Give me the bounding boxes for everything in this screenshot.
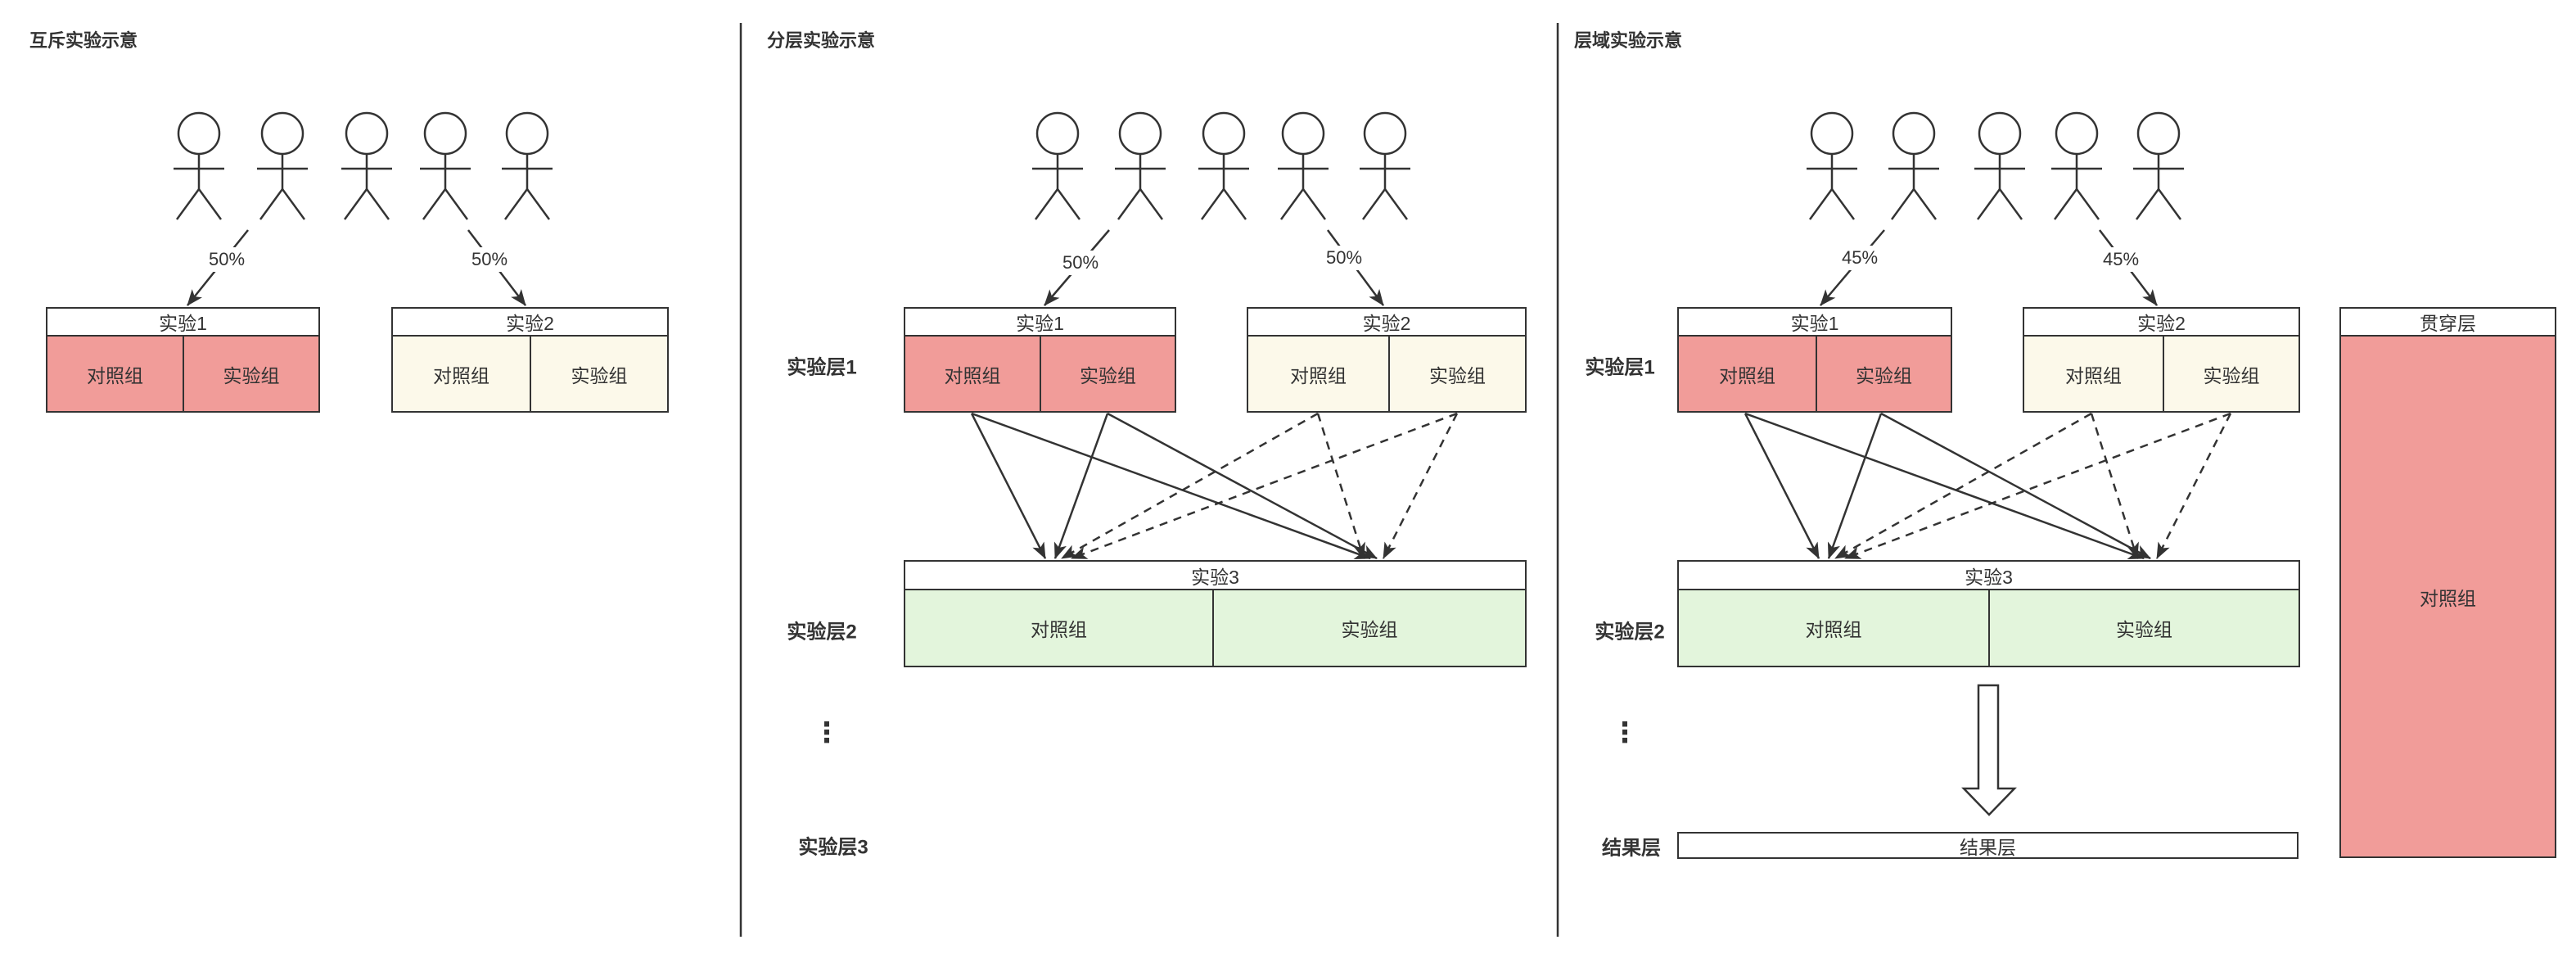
result-layer-label: 结果层 xyxy=(1602,837,1661,860)
layer-2-label: 实验层2 xyxy=(1595,621,1665,644)
experiment-3-header: 实验3 xyxy=(904,560,1527,590)
person-icon xyxy=(1198,111,1249,220)
section-title-mutex: 互斥实验示意 xyxy=(29,30,138,51)
split-percent-right: 50% xyxy=(467,247,512,272)
dashed-traffic-arrow xyxy=(2090,413,2139,559)
dashed-traffic-arrow xyxy=(1316,413,1365,559)
experiment-2-header: 实验2 xyxy=(1247,307,1527,337)
through-layer-header: 贯穿层 xyxy=(2339,307,2556,337)
solid-traffic-arrow xyxy=(1053,413,1109,559)
dashed-traffic-arrow xyxy=(1071,412,1458,560)
section-title-layer-domain: 层域实验示意 xyxy=(1574,30,1683,51)
solid-traffic-arrow xyxy=(1107,412,1378,560)
dashed-traffic-arrow xyxy=(1382,413,1459,559)
experiment-1-treatment-group: 实验组 xyxy=(1816,335,1952,413)
person-icon xyxy=(1115,111,1166,220)
dashed-traffic-arrow xyxy=(1061,412,1319,560)
person-icon xyxy=(2051,111,2102,220)
split-percent-left: 50% xyxy=(1058,251,1103,275)
solid-traffic-arrow xyxy=(971,412,1371,560)
person-icon xyxy=(1974,111,2025,220)
person-icon xyxy=(1278,111,1329,220)
experiment-1-control-group: 对照组 xyxy=(46,335,184,413)
vertical-ellipsis: ⋮ xyxy=(1611,717,1639,748)
person-icon xyxy=(1888,111,1939,220)
person-icon xyxy=(420,111,471,220)
through-layer-control-group: 对照组 xyxy=(2339,335,2556,858)
experiment-1-header: 实验1 xyxy=(46,307,320,337)
solid-traffic-arrow xyxy=(1744,412,2145,560)
experiment-3-control-group: 对照组 xyxy=(1677,589,1990,667)
dashed-traffic-arrow xyxy=(2155,413,2232,559)
down-block-arrow xyxy=(1961,684,2017,816)
person-icon xyxy=(257,111,308,220)
layer-1-label: 实验层1 xyxy=(787,356,857,379)
solid-traffic-arrow xyxy=(1880,412,2151,560)
experiment-1-control-group: 对照组 xyxy=(1677,335,1817,413)
layer-3-label: 实验层3 xyxy=(798,836,868,859)
experiment-3-header: 实验3 xyxy=(1677,560,2300,590)
dashed-traffic-arrow xyxy=(1844,412,2231,560)
solid-traffic-arrow xyxy=(970,413,1047,559)
experiment-1-control-group: 对照组 xyxy=(904,335,1041,413)
experiment-1-header: 实验1 xyxy=(1677,307,1952,337)
experiment-1-treatment-group: 实验组 xyxy=(1040,335,1176,413)
experiment-2-control-group: 对照组 xyxy=(2023,335,2164,413)
experiment-2-treatment-group: 实验组 xyxy=(2163,335,2300,413)
solid-traffic-arrow xyxy=(1744,413,1820,559)
vertical-ellipsis: ⋮ xyxy=(813,717,841,748)
split-percent-left: 50% xyxy=(205,247,249,272)
person-icon xyxy=(2133,111,2184,220)
experiment-3-treatment-group: 实验组 xyxy=(1212,589,1527,667)
layer-2-label: 实验层2 xyxy=(787,621,857,644)
split-percent-right: 45% xyxy=(2099,247,2143,272)
experiment-2-treatment-group: 实验组 xyxy=(1388,335,1527,413)
result-layer-box: 结果层 xyxy=(1677,832,2299,859)
person-icon xyxy=(1032,111,1083,220)
person-icon xyxy=(174,111,224,220)
experiment-2-treatment-group: 实验组 xyxy=(530,335,669,413)
person-icon xyxy=(1807,111,1857,220)
split-percent-left: 45% xyxy=(1838,246,1882,270)
dashed-traffic-arrow xyxy=(1834,412,2092,560)
layer-1-label: 实验层1 xyxy=(1585,356,1655,379)
experiment-1-header: 实验1 xyxy=(904,307,1176,337)
person-icon xyxy=(502,111,553,220)
experiment-3-control-group: 对照组 xyxy=(904,589,1214,667)
section-title-layered: 分层实验示意 xyxy=(767,30,876,51)
experiment-1-treatment-group: 实验组 xyxy=(183,335,320,413)
experiment-2-header: 实验2 xyxy=(391,307,669,337)
experiment-2-control-group: 对照组 xyxy=(391,335,531,413)
solid-traffic-arrow xyxy=(1827,413,1883,559)
experiment-2-header: 实验2 xyxy=(2023,307,2300,337)
person-icon xyxy=(1360,111,1410,220)
split-percent-right: 50% xyxy=(1322,246,1366,270)
experiment-3-treatment-group: 实验组 xyxy=(1988,589,2300,667)
person-icon xyxy=(341,111,392,220)
experiment-2-control-group: 对照组 xyxy=(1247,335,1390,413)
